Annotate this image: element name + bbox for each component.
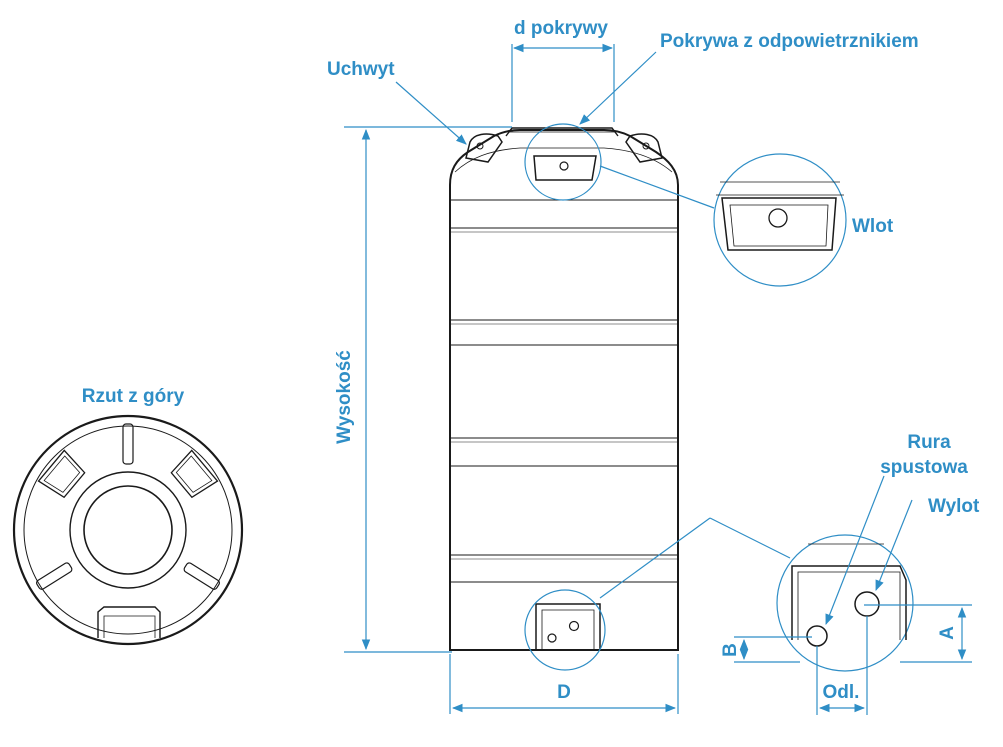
outlet-leader <box>875 499 913 592</box>
handle-leader <box>395 81 467 145</box>
outlet-detail-view <box>776 534 914 672</box>
height-label: Wysokość <box>334 350 355 444</box>
tank-body <box>449 127 679 651</box>
lid-vent-label: Pokrywa z odpowietrznikiem <box>660 31 919 52</box>
inlet-label: Wlot <box>852 216 894 237</box>
drain-pipe-label-line1: Rura <box>907 432 951 453</box>
outlet-leader-b <box>709 517 791 559</box>
top-view-drawing <box>12 414 244 646</box>
inlet-leader <box>599 165 715 209</box>
inlet-detail-marker <box>524 123 602 201</box>
top-view-label: Rzut z góry <box>82 386 185 407</box>
distance-label: Odl. <box>823 682 860 703</box>
lid-vent-leader <box>579 51 657 125</box>
outlet-detail-marker <box>524 589 606 671</box>
outlet-label: Wylot <box>928 496 980 517</box>
drain-pipe-label-line2: spustowa <box>880 457 968 478</box>
drain-pipe-leader <box>825 475 885 626</box>
dimension-b-label: B <box>720 643 741 657</box>
inlet-detail-view <box>713 153 847 287</box>
handle-label: Uchwyt <box>327 59 395 80</box>
outlet-leader-a <box>599 517 711 599</box>
lid-diameter-label: d pokrywy <box>514 18 608 39</box>
diameter-label: D <box>557 682 571 703</box>
dimension-a-label: A <box>937 626 958 640</box>
